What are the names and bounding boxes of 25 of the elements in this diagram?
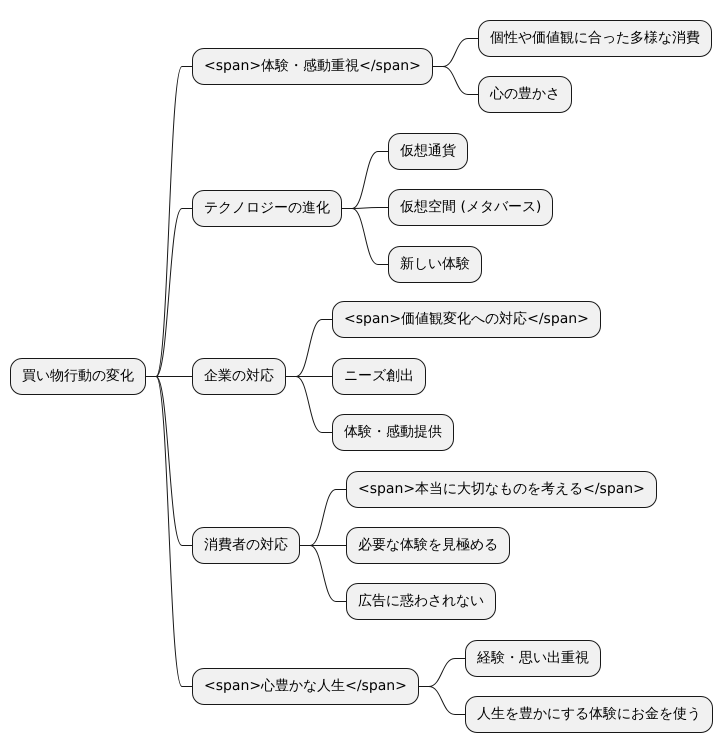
topic-box: <span>心豊かな人生</span> — [192, 668, 419, 705]
topic-box: 新しい体験 — [388, 246, 482, 283]
topic-box: テクノロジーの進化 — [192, 190, 342, 227]
topic-box: 経験・思い出重視 — [465, 640, 601, 677]
branch-line — [342, 208, 388, 265]
branch-line — [146, 376, 192, 687]
topic-box: 個性や価値観に合った多様な消費 — [478, 20, 712, 57]
topic-box: 仮想通貨 — [388, 133, 468, 170]
topic-box: 消費者の対応 — [192, 527, 300, 564]
branch-line — [418, 686, 466, 715]
topic-box: 広告に惑わされない — [346, 583, 496, 620]
topic-box: <span>本当に大切なものを考える</span> — [346, 471, 657, 508]
topic-box: ニーズ創出 — [332, 358, 426, 395]
branch-line — [286, 376, 332, 433]
branch-line — [300, 545, 346, 602]
branch-line — [432, 66, 478, 95]
topic-box: <span>体験・感動重視</span> — [192, 48, 433, 85]
topic-box: 心の豊かさ — [478, 76, 572, 113]
topic-box: 必要な体験を見極める — [346, 527, 510, 564]
topic-box: 仮想空間 (メタバース) — [388, 189, 554, 226]
topic-box: <span>価値観変化への対応</span> — [332, 301, 601, 338]
topic-box: 人生を豊かにする体験にお金を使う — [465, 696, 713, 733]
topic-box: 買い物行動の変化 — [10, 358, 146, 395]
topic-box: 体験・感動提供 — [332, 414, 454, 451]
topic-box: 企業の対応 — [192, 358, 286, 395]
